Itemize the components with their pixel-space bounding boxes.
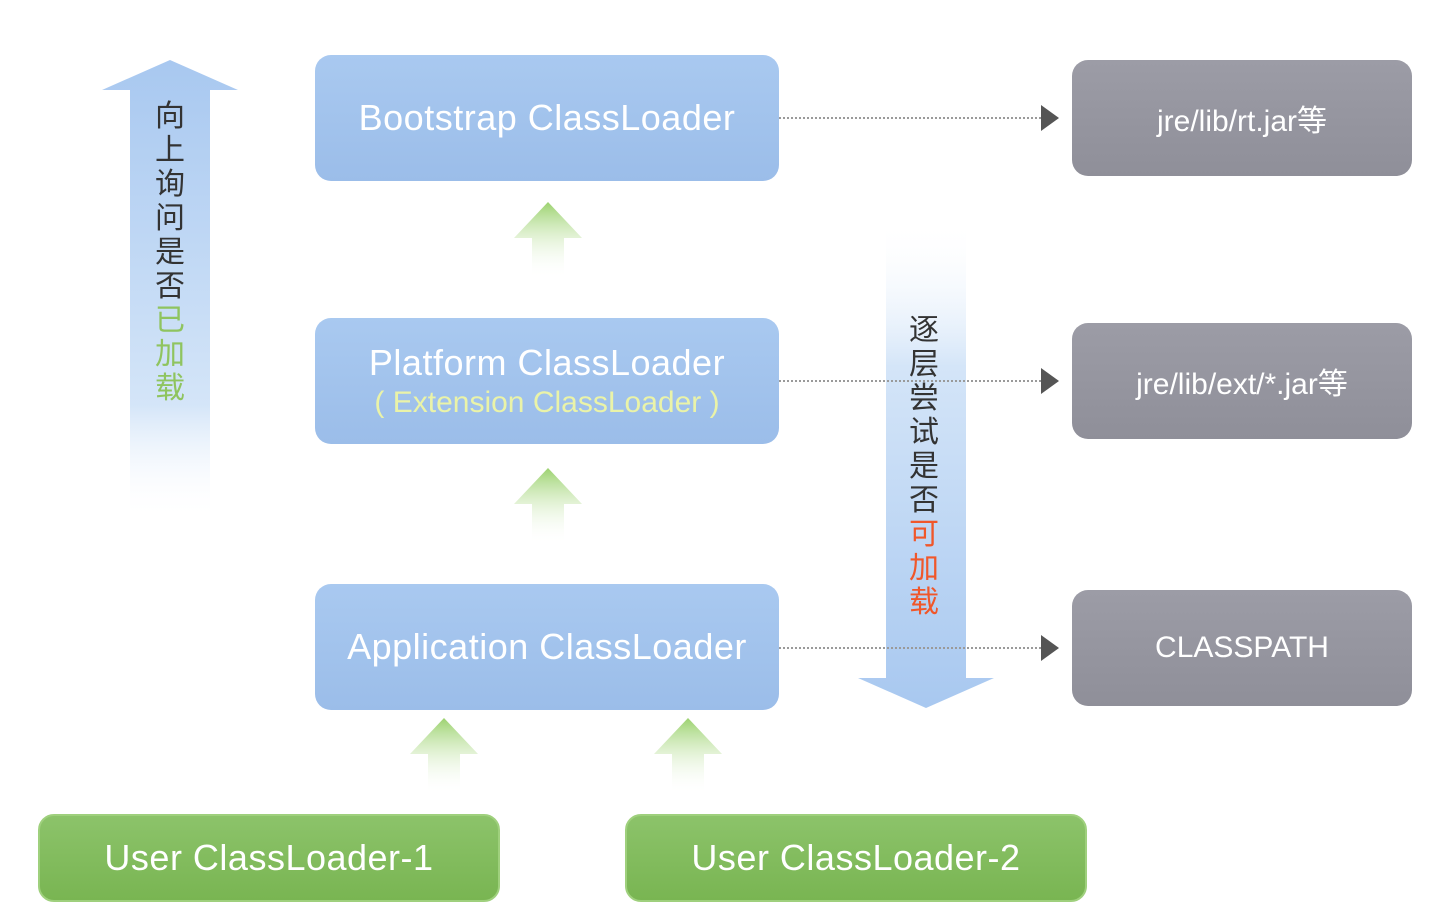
bootstrap-path-box: jre/lib/rt.jar等 (1072, 60, 1412, 176)
upward-query-label: 向上询问是否已加载 (152, 100, 188, 406)
connector-platform-arrowhead (1041, 368, 1059, 394)
user-classloader-2-label: User ClassLoader-2 (691, 837, 1021, 878)
downward-attempt-label: 逐层尝试是否可加载 (906, 314, 942, 620)
right-arrow-char: 层 (909, 347, 939, 382)
connector-application (779, 647, 1041, 649)
left-arrow-highlight-char: 载 (155, 371, 185, 406)
left-arrow-highlight-char: 加 (155, 337, 185, 372)
bootstrap-path-label: jre/lib/rt.jar等 (1156, 105, 1328, 138)
left-arrow-char: 上 (155, 133, 185, 168)
user-classloader-1-box: User ClassLoader-1 (38, 814, 500, 902)
application-path-box: CLASSPATH (1072, 590, 1412, 706)
upward-query-arrow (102, 60, 238, 520)
connector-application-arrowhead (1041, 635, 1059, 661)
application-classloader-label: Application ClassLoader (347, 626, 747, 667)
platform-classloader-box: Platform ClassLoader ( Extension ClassLo… (315, 318, 779, 444)
right-arrow-char: 试 (909, 415, 939, 450)
application-classloader-box: Application ClassLoader (315, 584, 779, 710)
platform-path-box: jre/lib/ext/*.jar等 (1072, 323, 1412, 439)
right-arrow-char: 是 (909, 449, 939, 484)
platform-classloader-label: Platform ClassLoader (368, 342, 726, 383)
connector-bootstrap (779, 117, 1041, 119)
left-arrow-char: 向 (155, 99, 185, 134)
user-classloader-1-label: User ClassLoader-1 (104, 837, 434, 878)
arrow-application-to-platform (514, 468, 582, 544)
left-arrow-char: 问 (155, 201, 185, 236)
bootstrap-classloader-label: Bootstrap ClassLoader (358, 97, 736, 138)
left-arrow-char: 否 (155, 269, 185, 304)
arrow-platform-to-bootstrap (514, 202, 582, 278)
right-arrow-highlight-char: 加 (909, 551, 939, 586)
left-arrow-char: 是 (155, 235, 185, 270)
application-path-label: CLASSPATH (1155, 631, 1329, 664)
right-arrow-highlight-char: 载 (909, 585, 939, 620)
downward-attempt-arrow (858, 220, 994, 708)
user-classloader-2-box: User ClassLoader-2 (625, 814, 1087, 902)
arrow-user2-to-application (654, 718, 722, 794)
left-arrow-highlight-char: 已 (155, 303, 185, 338)
right-arrow-highlight-char: 可 (909, 517, 939, 552)
connector-bootstrap-arrowhead (1041, 105, 1059, 131)
right-arrow-char: 否 (909, 483, 939, 518)
right-arrow-char: 尝 (909, 381, 939, 416)
extension-classloader-label: ( Extension ClassLoader ) (374, 386, 720, 419)
left-arrow-char: 询 (155, 167, 185, 202)
arrow-user1-to-application (410, 718, 478, 794)
connector-platform (779, 380, 1041, 382)
right-arrow-char: 逐 (909, 313, 939, 348)
platform-path-label: jre/lib/ext/*.jar等 (1136, 368, 1348, 401)
bootstrap-classloader-box: Bootstrap ClassLoader (315, 55, 779, 181)
